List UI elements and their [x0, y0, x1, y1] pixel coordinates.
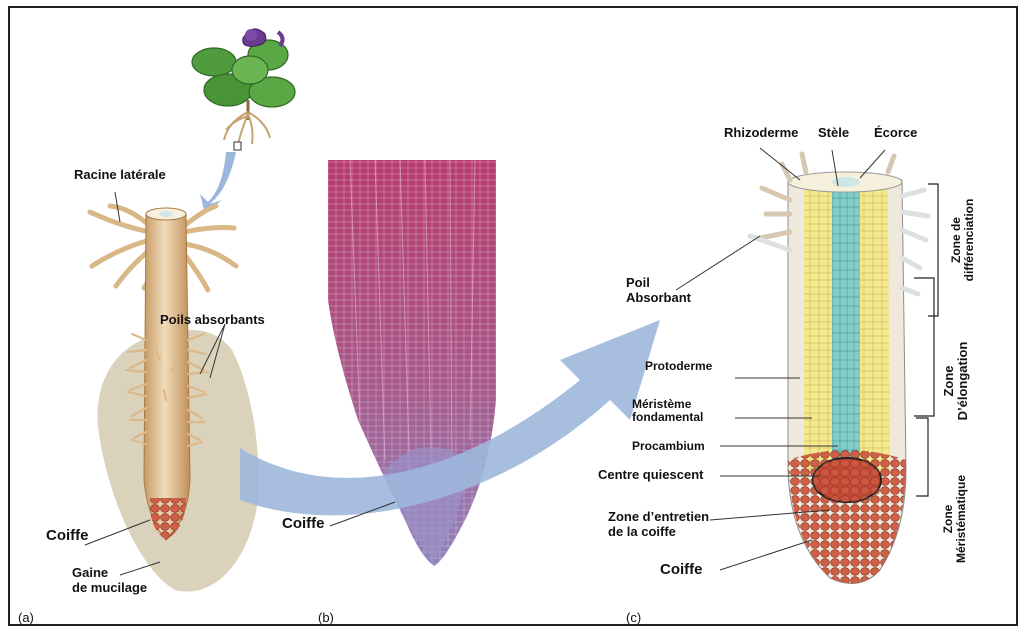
label-racine-laterale: Racine latérale: [74, 168, 166, 182]
label-gaine: Gaine: [72, 566, 108, 580]
zone-differenciation-line2: différenciation: [962, 199, 976, 282]
zone-elongation-line1: Zone: [941, 365, 956, 396]
label-zone-entretien: Zone d’entretien: [608, 510, 709, 524]
label-fondamental: fondamental: [632, 411, 703, 424]
label-protoderme: Protoderme: [645, 360, 712, 373]
label-absorbant: Absorbant: [626, 291, 691, 305]
panel-label-b: (b): [318, 610, 334, 625]
violet-plant-illustration: [192, 29, 295, 150]
label-coiffe-b: Coiffe: [282, 516, 325, 533]
root-tip-schematic: [750, 154, 928, 583]
zone-differenciation-line1: Zone de: [949, 217, 963, 263]
panel-label-a: (a): [18, 610, 34, 625]
label-coiffe-a: Coiffe: [46, 528, 89, 545]
main-root: [144, 214, 190, 540]
zone-elongation-line2: D’élongation: [955, 342, 970, 421]
label-poils-absorbants: Poils absorbants: [160, 313, 265, 327]
label-procambium: Procambium: [632, 440, 705, 453]
label-centre-quiescent: Centre quiescent: [598, 468, 703, 482]
zone-meristematique: Zone Méristématique: [942, 454, 968, 584]
zone-elongation: Zone D’élongation: [942, 316, 971, 446]
label-stele: Stèle: [818, 126, 849, 140]
label-de-la-coiffe: de la coiffe: [608, 525, 676, 539]
zone-meristematique-line2: Méristématique: [954, 475, 968, 563]
zone-brackets: [914, 184, 938, 496]
panel-label-c: (c): [626, 610, 641, 625]
label-poil: Poil: [626, 276, 650, 290]
zone-differenciation: Zone de différenciation: [950, 180, 976, 300]
zone-meristematique-line1: Zone: [941, 505, 955, 534]
label-rhizoderme: Rhizoderme: [724, 126, 798, 140]
label-coiffe-c: Coiffe: [660, 562, 703, 579]
label-mucilage: de mucilage: [72, 581, 147, 595]
label-ecorce: Écorce: [874, 126, 917, 140]
